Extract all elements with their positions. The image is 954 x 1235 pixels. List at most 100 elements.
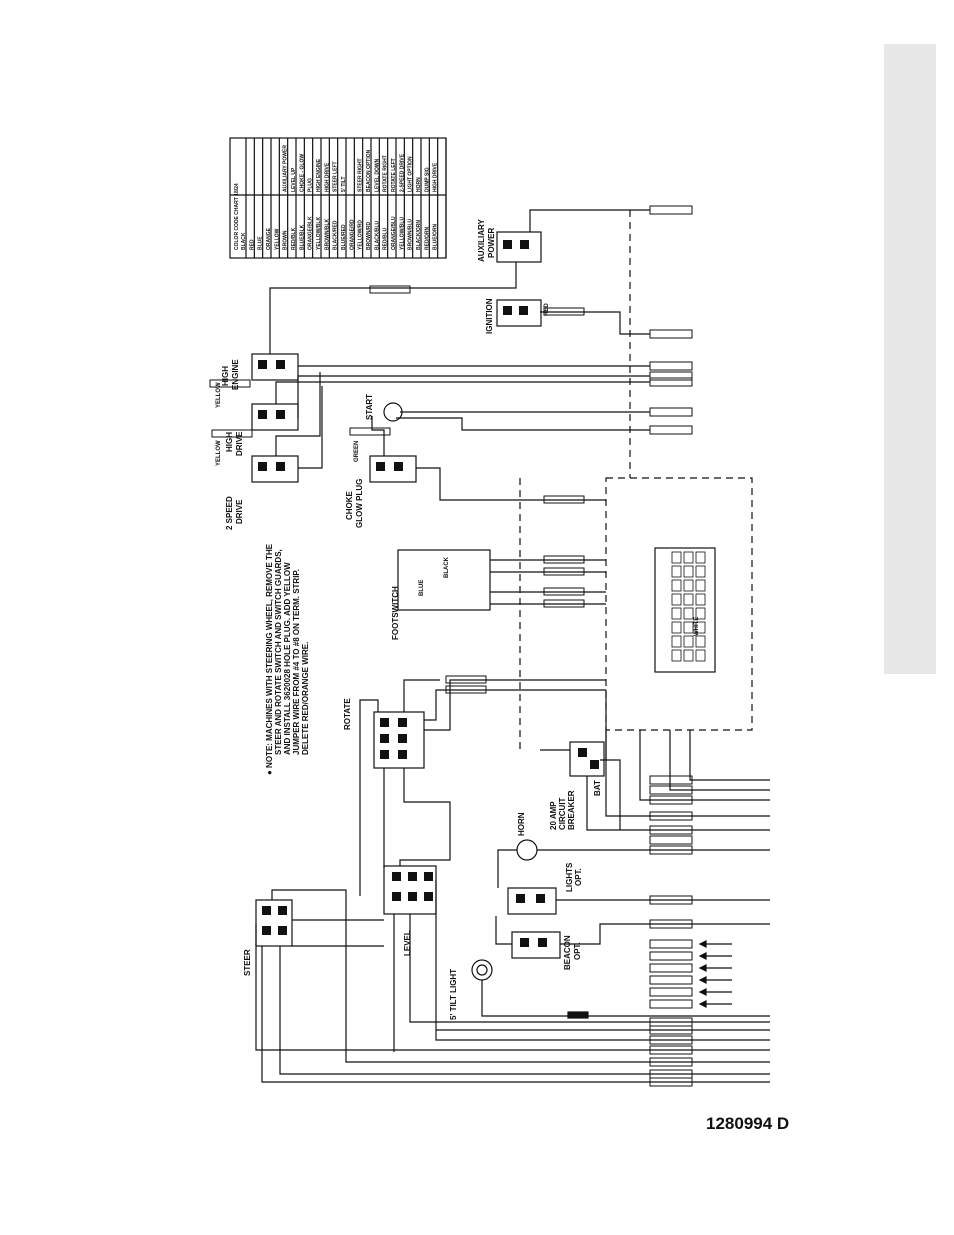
color-chart-color: BLACK/RED [333,220,339,250]
footswitch-box [397,549,491,611]
wire-tag [649,811,693,821]
wire-tag [543,599,585,608]
note-line-5: DELETE RED/ORANGE WIRE. [301,642,310,755]
wire-tag [649,895,693,905]
color-chart-function: STEER RIGHT [358,158,364,192]
color-chart-function: CHOKE - GLOW [299,154,305,192]
terminal-marker [262,906,271,915]
tilt-light [471,959,493,981]
terminal-marker [424,872,433,881]
wire-tag [649,795,693,805]
color-chart-color: BLACK/BLU [374,220,380,250]
circuit-breaker [569,741,605,777]
color-chart-function: 5' TILT [341,176,347,192]
wire-label-yellow-1: YELLOW [216,382,222,408]
wire-tag [649,361,693,371]
terminal-marker [278,926,287,935]
terminal-marker [520,938,529,947]
note-line-3: AND INSTALL 3620028 HOLE PLUG. ADD YELLO… [283,562,292,755]
color-chart-color: YELLOW [274,228,280,250]
note-line-1: ● NOTE: MACHINES WITH STEERING WHEEL, RE… [265,543,274,775]
steer-label: STEER [243,949,252,976]
terminal-marker [380,718,389,727]
wire-label-green: GREEN [354,441,360,462]
two-speed-drive-relay [251,455,299,483]
start-label: START [365,394,374,420]
terminal-marker [392,872,401,881]
color-chart-function: PLUG [308,178,314,192]
lights-label-2: OPT. [574,868,583,886]
color-chart-color: BLACK/ORN [416,220,422,250]
wire-tag [649,1077,693,1087]
level-label: LEVEL [403,930,412,956]
terminal-marker [503,306,512,315]
color-chart-color: YELLOW/RD [358,220,364,250]
wire-tag [543,587,585,596]
lights-label: LIGHTS [565,862,574,892]
color-chart-color: ORANGE/BLK [308,216,314,250]
wire-tag [543,555,585,564]
wire-tag [649,999,693,1009]
color-chart-color: BROWN/BLK [324,219,330,250]
rotate-switch [373,711,425,769]
choke-label-2: GLOW PLUG [355,479,364,528]
breaker-label: 20 AMP [549,801,558,830]
breaker-label-3: BREAKER [567,790,576,830]
terminal-marker [519,306,528,315]
wire-tag [369,285,411,294]
breaker-label-2: CIRCUIT [558,797,567,830]
wire-tag [649,329,693,339]
color-chart-function: STEER LEFT [333,161,339,192]
wire-tag [649,371,693,381]
color-chart-function: DUMP SIG [424,167,430,192]
terminal-marker [408,872,417,881]
terminal-marker [538,938,547,947]
lights-terminal [507,887,557,915]
wire-tag [649,1025,693,1035]
wire-tag [649,1045,693,1055]
terminal-marker [258,360,267,369]
terminal-marker [536,894,545,903]
high-engine-label-2: ENGINE [231,359,240,390]
terminal-marker [578,748,587,757]
color-chart-color: ORANGE/BLU [391,216,397,250]
ignition-terminal [496,299,542,327]
color-chart-function: HORN [416,177,422,192]
terminal-marker [392,892,401,901]
terminal-marker [590,760,599,769]
color-chart-color: ORANGE/RD [349,219,355,250]
wire-tag [445,675,487,684]
bat-label: BAT [593,780,602,796]
auxiliary-power-terminal [496,231,542,263]
wire-tag [649,407,693,417]
beacon-terminal [511,931,561,959]
color-chart-function: LEVEL UP [291,167,297,192]
harness-box [605,477,753,731]
terminal-marker [276,462,285,471]
color-chart-color: BROWN [283,230,289,250]
wire-tag [649,939,693,949]
choke-label: CHOKE [345,490,354,520]
wire-tag [211,429,253,438]
ignition-label: IGNITION [485,298,494,334]
color-chart-function: AUXILIARY POWER [283,145,289,192]
wire-tag [649,845,693,855]
color-chart-function: HIGH ENGINE [316,158,322,192]
color-chart-color: RED [249,239,255,250]
high-drive-label: HIGH [225,432,234,452]
note-line-2: STEER AND ROTATE SWITCH AND SWITCH GUARD… [274,549,283,755]
wire-tag [649,1035,693,1045]
connector-plug [654,547,716,673]
color-chart-color: RED/BLK [291,227,297,250]
color-chart-color: RED/ORN [424,227,430,250]
footswitch-label: FOOTSWITCH [391,586,400,640]
color-chart-color: BROWN/RD [366,222,372,250]
rotate-label: ROTATE [343,698,352,730]
wire-tag [543,495,585,504]
terminal-marker [398,734,407,743]
color-chart-color: BLUE/RED [341,224,347,250]
color-chart-function: LEVEL DOWN [374,158,380,192]
note-line-4: JUMPER WIRE FROM #4 TO #8 ON TERM. STRIP… [292,569,301,755]
terminal-marker [276,410,285,419]
color-chart-function: BEACON OPTION [366,149,372,192]
